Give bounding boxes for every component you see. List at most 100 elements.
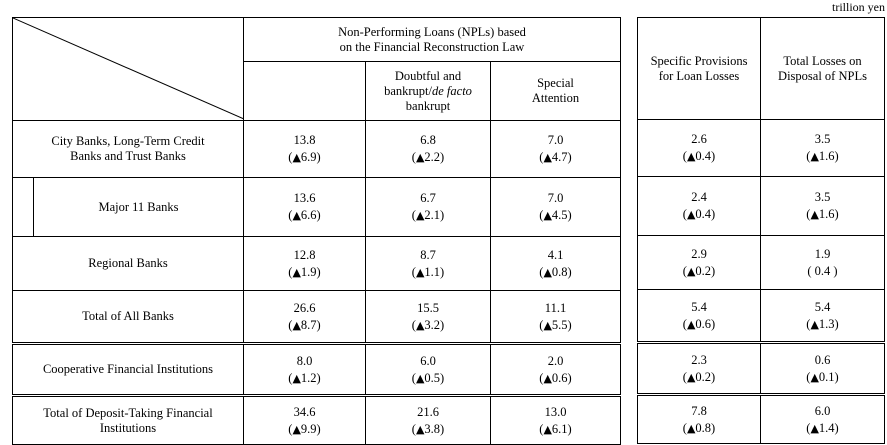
decrease-triangle-icon: ▲: [292, 151, 301, 164]
decrease-triangle-icon: ▲: [686, 208, 696, 221]
decrease-triangle-icon: ▲: [543, 265, 552, 279]
row-label-text-line2: Institutions: [99, 420, 157, 435]
cell-doubtful: 6.0(▲0.5): [365, 342, 491, 396]
cell-total-losses: 6.0(▲1.4): [760, 393, 885, 444]
decrease-triangle-icon: ▲: [810, 370, 819, 384]
decrease-triangle-icon: ▲: [686, 421, 696, 435]
row-label-text: Regional Banks: [88, 256, 168, 270]
decrease-triangle-icon: ▲: [292, 265, 301, 279]
cell-total-losses: 3.5(▲1.6): [760, 119, 885, 177]
provisions-delta: (▲0.4): [682, 207, 716, 221]
decrease-triangle-icon: ▲: [686, 370, 696, 384]
special-attention-delta: (▲5.5): [539, 317, 572, 332]
decrease-triangle-icon: ▲: [686, 264, 696, 278]
doubtful-value: 6.7: [420, 191, 436, 205]
row-label-text: City Banks, Long-Term Credit: [51, 134, 205, 148]
decrease-triangle-icon: ▲: [415, 422, 425, 436]
npl-total-delta: (▲8.7): [288, 317, 321, 332]
npl-total-delta: (▲9.9): [288, 421, 321, 436]
total-losses-delta: (▲1.6): [806, 149, 839, 163]
decrease-triangle-icon: ▲: [415, 265, 425, 279]
header-provisions-line2: for Loan Losses: [658, 68, 740, 83]
special-attention-delta: (▲4.7): [539, 150, 572, 164]
provisions-delta: (▲0.6): [682, 316, 716, 331]
cell-npl-total: 26.6 (▲8.7): [243, 290, 366, 344]
npl-total-value: 13.6: [293, 191, 316, 205]
cell-special-attention: 7.0(▲4.5): [490, 177, 621, 237]
cell-doubtful: 6.7 (▲2.1): [365, 177, 491, 237]
doubtful-value: 15.5: [417, 300, 439, 315]
npl-total-value: 8.0: [296, 353, 313, 368]
cell-provisions: 2.4 (▲0.4): [637, 176, 761, 236]
header-special-line1: Special: [537, 76, 574, 90]
npl-total-delta: (▲1.2): [288, 370, 321, 385]
cell-special-attention: 7.0(▲4.7): [490, 120, 621, 178]
total-losses-value: 0.6: [814, 352, 831, 367]
doubtful-delta: (▲2.1): [411, 208, 445, 222]
row-label-text: Total of Deposit-Taking Financial: [43, 405, 213, 420]
header-losses-line1: Total Losses on: [783, 53, 862, 68]
decrease-triangle-icon: ▲: [292, 318, 301, 332]
doubtful-value: 8.7: [420, 247, 436, 262]
provisions-delta: (▲0.4): [682, 149, 716, 163]
provisions-value: 2.4: [691, 190, 707, 204]
provisions-value: 7.8: [691, 403, 707, 418]
header-doubtful-line2a: bankrupt/: [384, 83, 432, 98]
row-label: Total of All Banks: [12, 290, 244, 344]
provisions-value: 2.9: [691, 246, 707, 261]
special-attention-delta: (▲6.1): [539, 421, 572, 436]
cell-total-losses: 1.9( 0.4 ): [760, 235, 885, 290]
cell-provisions: 5.4(▲0.6): [637, 289, 761, 343]
row-label: Cooperative Financial Institutions: [12, 342, 244, 396]
total-losses-value: 1.9: [814, 246, 831, 261]
total-losses-delta: (▲1.3): [806, 316, 839, 331]
header-provisions-line1: Specific Provisions: [650, 53, 748, 68]
corner-cell-diagonal: [12, 17, 244, 121]
header-special-attention: Special Attention: [490, 61, 621, 121]
cell-doubtful: 21.6(▲3.8): [365, 394, 491, 445]
total-losses-delta: (▲1.6): [806, 207, 839, 221]
decrease-triangle-icon: ▲: [810, 421, 819, 435]
doubtful-value: 6.8: [420, 133, 436, 147]
header-doubtful-line3: bankrupt: [405, 98, 451, 113]
decrease-triangle-icon: ▲: [686, 317, 696, 331]
header-specific-provisions: Specific Provisions for Loan Losses: [637, 17, 761, 120]
header-losses-line2: Disposal of NPLs: [778, 68, 867, 83]
decrease-triangle-icon: ▲: [810, 208, 819, 221]
cell-special-attention: 11.1 (▲5.5): [490, 290, 621, 344]
decrease-triangle-icon: ▲: [543, 318, 552, 332]
cell-provisions: 7.8(▲0.8): [637, 393, 761, 444]
main-table-body: Non-Performing Loans (NPLs) based on the…: [12, 17, 621, 445]
special-attention-value: 11.1: [544, 300, 567, 315]
special-attention-delta: (▲0.6): [539, 370, 572, 385]
header-npl-group: Non-Performing Loans (NPLs) based on the…: [243, 17, 621, 62]
decrease-triangle-icon: ▲: [543, 209, 552, 222]
special-attention-delta: (▲4.5): [539, 208, 572, 222]
cell-total-losses: 3.5(▲1.6): [760, 176, 885, 236]
cell-provisions: 2.9(▲0.2): [637, 235, 761, 290]
doubtful-delta: (▲1.1): [411, 264, 445, 279]
table-row: 2.4 (▲0.4) 3.5(▲1.6): [637, 176, 885, 236]
doubtful-delta: (▲2.2): [411, 150, 445, 164]
header-doubtful-bankrupt: Doubtful and bankrupt/de facto bankrupt: [365, 61, 491, 121]
npl-total-delta: (▲6.9): [288, 150, 321, 164]
total-losses-delta: (▲0.1): [806, 369, 839, 384]
npl-total-value: 26.6: [293, 300, 316, 315]
header-row-subcols: Doubtful and bankrupt/de facto bankrupt …: [13, 61, 621, 121]
decrease-triangle-icon: ▲: [686, 150, 696, 163]
row-label: Regional Banks: [12, 236, 244, 291]
header-special-line2: Attention: [531, 91, 580, 105]
row-label-text: Total of All Banks: [82, 309, 174, 323]
decrease-triangle-icon: ▲: [415, 318, 425, 332]
decrease-triangle-icon: ▲: [543, 422, 552, 436]
total-losses-value: 6.0: [814, 403, 831, 418]
cell-doubtful: 15.5(▲3.2): [365, 290, 491, 344]
cell-special-attention: 13.0(▲6.1): [490, 394, 621, 445]
decrease-triangle-icon: ▲: [415, 209, 425, 222]
decrease-triangle-icon: ▲: [292, 209, 301, 222]
decrease-triangle-icon: ▲: [810, 150, 819, 163]
